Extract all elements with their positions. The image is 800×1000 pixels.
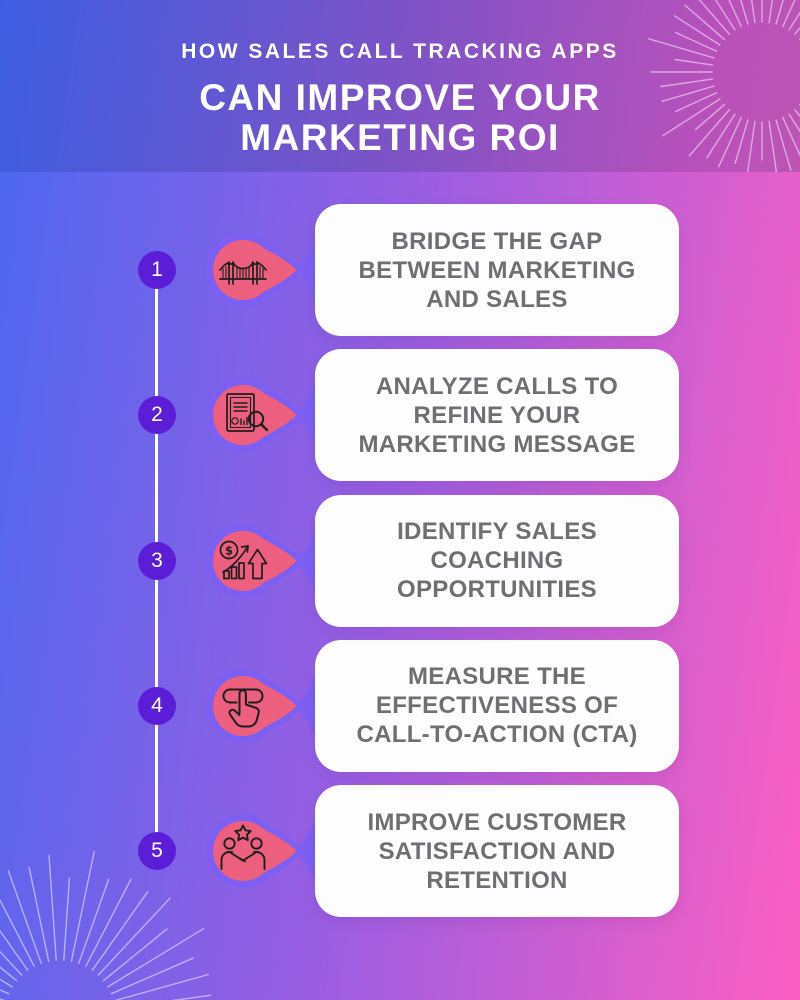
step-card-text-line: CALL-TO-ACTION (CTA): [356, 721, 638, 749]
page-title: CAN IMPROVE YOUR MARKETING ROI: [199, 77, 601, 158]
step-number-badge: 3: [138, 541, 176, 580]
step-card-text-line: RETENTION: [426, 866, 568, 894]
step-number-badge: 1: [138, 251, 176, 289]
step-card-text-line: OPPORTUNITIES: [397, 576, 597, 603]
step-number-badge: 4: [138, 686, 176, 725]
header-subtitle: HOW SALES CALL TRACKING APPS: [181, 40, 619, 63]
step-number: 3: [151, 548, 163, 572]
step-card-text-line: BETWEEN MARKETING: [358, 256, 636, 284]
step-card-text-line: EFFECTIVENESS OF: [375, 692, 619, 720]
step-card-text-line: COACHING: [430, 547, 564, 574]
step-card-text-line: AND SALES: [426, 285, 568, 313]
step-number: 4: [151, 693, 163, 717]
step-card-text-line: BRIDGE THE GAP: [391, 227, 603, 255]
step-card-text-line: MEASURE THE: [408, 663, 586, 691]
cta-press-icon: [206, 668, 315, 743]
step-card-text-line: IMPROVE CUSTOMER: [367, 808, 627, 836]
step-card-text-line: ANALYZE CALLS TO: [375, 372, 619, 400]
sales-growth-icon: [206, 523, 315, 598]
step-number: 5: [151, 839, 163, 862]
step-number: 1: [151, 258, 163, 281]
handshake-icon: [206, 814, 315, 888]
step-card-text-line: MARKETING MESSAGE: [358, 430, 636, 458]
step-number-badge: 5: [138, 832, 176, 870]
step-card-text-line: IDENTIFY SALES: [397, 518, 597, 545]
step-card-text-line: SATISFACTION AND: [378, 837, 616, 865]
step-number-badge: 2: [138, 396, 176, 435]
bridge-icon: [206, 233, 315, 307]
step-number: 2: [151, 403, 163, 427]
call-analysis-icon: [206, 378, 315, 453]
step-card-text-line: REFINE YOUR: [413, 401, 581, 429]
